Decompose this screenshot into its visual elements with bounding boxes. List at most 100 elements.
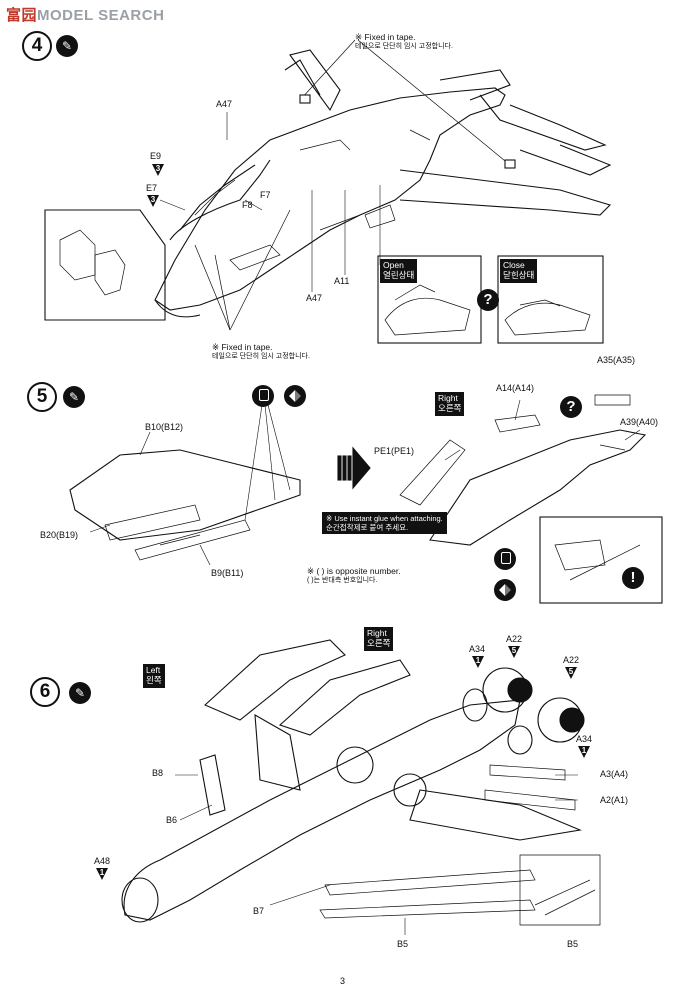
step6-left-tag-en: Left xyxy=(146,665,161,675)
label-e9: E9 xyxy=(150,151,162,161)
label-a11: A11 xyxy=(334,276,350,286)
direction-icon xyxy=(284,385,306,407)
question-icon: ? xyxy=(477,289,499,311)
triangle-badge-icon xyxy=(96,868,108,880)
label-a2: A2(A1) xyxy=(600,795,629,805)
step4-note-top-ko: 테일으로 단단히 임시 고정합니다. xyxy=(355,42,453,50)
question-icon: ? xyxy=(560,396,582,418)
label-a48: A48 xyxy=(94,856,111,866)
step5-number: 5 xyxy=(27,382,57,412)
watermark-part2: MODEL xyxy=(37,7,94,24)
opposite-number-note: ※ ( ) is opposite number. ( )는 반대측 번호입니다… xyxy=(307,566,401,585)
label-a47-bottom: A47 xyxy=(306,293,323,303)
step4-note-bottom-en: ※ Fixed in tape. xyxy=(212,342,273,352)
label-a47-top: A47 xyxy=(216,99,233,109)
step6-right-tag-en: Right xyxy=(367,628,387,638)
watermark-part1: 富园 xyxy=(6,7,38,24)
pencil-icon: ✎ xyxy=(63,386,85,408)
badge-e9: 3 xyxy=(152,164,164,178)
badge-a34-right-value: 1 xyxy=(581,746,587,755)
label-f7: F7 xyxy=(260,190,271,200)
label-a14: A14(A14) xyxy=(496,383,535,393)
badge-e9-value: 3 xyxy=(155,164,161,173)
label-b5-detail: B5 xyxy=(567,939,579,949)
step6-right-tag: Right 오른쪽 xyxy=(364,627,394,651)
glue-note-ko: 순간접착제로 붙여 주세요. xyxy=(326,523,409,532)
label-a22-left: A22 xyxy=(506,634,523,644)
badge-a34-top-value: 1 xyxy=(475,656,481,665)
step5-right-tag: Right 오른쪽 xyxy=(435,392,465,416)
triangle-badge-icon xyxy=(147,195,159,207)
cement-icon xyxy=(494,548,516,570)
triangle-badge-icon xyxy=(565,667,577,679)
badge-a22-right: 5 xyxy=(565,667,577,681)
badge-a48: 1 xyxy=(96,868,108,882)
badge-a48-value: 1 xyxy=(99,868,105,877)
step4-note-bottom: ※ Fixed in tape. 테일으로 단단히 임시 고정합니다. xyxy=(212,342,310,361)
opposite-note-ko: ( )는 반대측 번호입니다. xyxy=(307,576,378,584)
open-tag-ko: 열린상태 xyxy=(383,269,415,280)
opposite-note-en: ※ ( ) is opposite number. xyxy=(307,566,401,576)
label-a3: A3(A4) xyxy=(600,769,629,779)
direction-icon xyxy=(494,579,516,601)
label-b6: B6 xyxy=(166,815,178,825)
label-b9: B9(B11) xyxy=(211,568,244,578)
step6-detail-box xyxy=(519,854,601,926)
step4-note-bottom-ko: 테일으로 단단히 임시 고정합니다. xyxy=(212,352,310,360)
open-tag-en: Open xyxy=(383,260,404,270)
badge-a22-left: 5 xyxy=(508,646,520,660)
step4-seat-detail xyxy=(44,209,166,321)
step6-fuselage-drawing xyxy=(121,639,585,935)
instant-glue-note: ※ Use instant glue when attaching. 순간접착제… xyxy=(322,512,447,534)
step6-left-tag: Left 왼쪽 xyxy=(143,664,165,688)
label-a34-right: A34 xyxy=(576,734,593,744)
warning-icon: ! xyxy=(622,567,644,589)
badge-a34-top: 1 xyxy=(472,656,484,670)
step5-arrow xyxy=(337,446,371,490)
pencil-icon: ✎ xyxy=(56,35,78,57)
close-tag-en: Close xyxy=(503,260,525,270)
label-a39: A39(A40) xyxy=(620,417,659,427)
label-b10: B10(B12) xyxy=(145,422,184,432)
step4-note-top-en: ※ Fixed in tape. xyxy=(355,32,416,42)
close-tag-ko: 닫힌상태 xyxy=(503,269,535,280)
step6-number: 6 xyxy=(30,677,60,707)
label-b7: B7 xyxy=(253,906,265,916)
step5-detail-box xyxy=(539,516,663,604)
badge-a22-right-value: 5 xyxy=(568,667,574,676)
watermark: 富园MODEL SEARCH xyxy=(6,4,164,25)
step5-left-parts xyxy=(69,404,301,566)
label-f8: F8 xyxy=(242,200,253,210)
label-b8: B8 xyxy=(152,768,164,778)
step5-right-tag-ko: 오른쪽 xyxy=(438,402,462,413)
watermark-part3: SEARCH xyxy=(98,7,165,24)
step5-right-parts xyxy=(399,394,647,546)
label-pe1: PE1(PE1) xyxy=(374,446,415,456)
triangle-badge-icon xyxy=(508,646,520,658)
label-e7: E7 xyxy=(146,183,158,193)
step5-right-tag-en: Right xyxy=(438,393,458,403)
badge-e7: 3 xyxy=(147,195,159,209)
page-number: 3 xyxy=(340,976,346,986)
cement-icon xyxy=(252,385,274,407)
pencil-icon: ✎ xyxy=(69,682,91,704)
close-tag: Close 닫힌상태 xyxy=(500,259,538,283)
label-a34-top: A34 xyxy=(469,644,486,654)
label-b20: B20(B19) xyxy=(40,530,79,540)
triangle-badge-icon xyxy=(152,164,164,176)
step4-number: 4 xyxy=(22,31,52,61)
label-a22-right: A22 xyxy=(563,655,580,665)
label-a35: A35(A35) xyxy=(597,355,636,365)
badge-a34-right: 1 xyxy=(578,746,590,760)
step6-right-tag-ko: 오른쪽 xyxy=(367,637,391,648)
glue-note-en: ※ Use instant glue when attaching. xyxy=(326,514,443,523)
open-tag: Open 열린상태 xyxy=(380,259,418,283)
triangle-badge-icon xyxy=(472,656,484,668)
badge-a22-left-value: 5 xyxy=(511,646,517,655)
triangle-badge-icon xyxy=(578,746,590,758)
label-b5: B5 xyxy=(397,939,409,949)
step4-note-top: ※ Fixed in tape. 테일으로 단단히 임시 고정합니다. xyxy=(355,32,453,51)
step4-fuselage-drawing xyxy=(154,39,612,331)
step6-left-tag-ko: 왼쪽 xyxy=(146,674,162,685)
